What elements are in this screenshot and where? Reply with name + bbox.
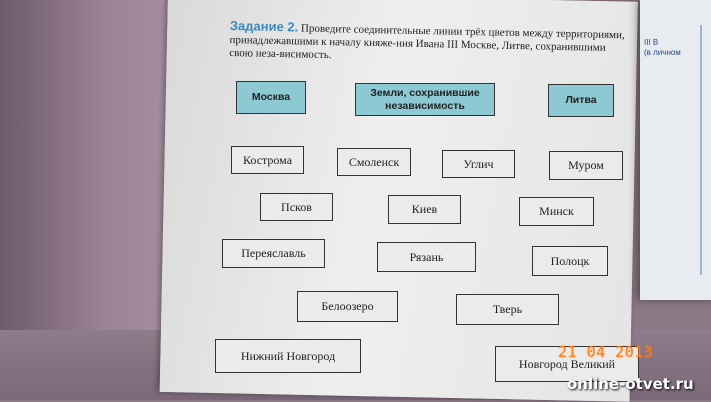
task-text: Задание 2. Проведите соединительные лини…: [229, 18, 630, 68]
territory-novgorod-veliky[interactable]: Новгород Великий: [495, 346, 639, 382]
territory-kostroma[interactable]: Кострома: [231, 146, 304, 174]
map-label-2: (в личном: [644, 48, 681, 57]
adjacent-map-page: III В (в личном: [640, 0, 711, 300]
territory-tver[interactable]: Тверь: [456, 294, 559, 325]
territory-murom[interactable]: Муром: [549, 151, 623, 180]
territory-polotsk[interactable]: Полоцк: [532, 246, 608, 276]
header-independent-lands: Земли, сохранившие независимость: [355, 83, 495, 116]
territory-smolensk[interactable]: Смоленск: [337, 148, 411, 176]
map-label-1: III В: [644, 38, 659, 47]
site-watermark: online-otvet.ru: [567, 375, 694, 393]
territory-beloozero[interactable]: Белоозеро: [297, 291, 398, 322]
header-moscow: Москва: [236, 81, 306, 114]
header-lithuania: Литва: [548, 84, 614, 117]
territory-uglich[interactable]: Углич: [442, 150, 515, 178]
territory-pereyaslavl[interactable]: Переяславль: [222, 239, 325, 268]
territory-nizhny-novgorod[interactable]: Нижний Новгород: [215, 339, 361, 373]
photo-date-stamp: 21 04 2013: [558, 343, 654, 361]
task-label: Задание 2.: [229, 18, 299, 35]
territory-pskov[interactable]: Псков: [260, 193, 333, 221]
territory-ryazan[interactable]: Рязань: [377, 242, 476, 272]
map-border-line: [700, 25, 702, 275]
territory-kiev[interactable]: Киев: [388, 195, 461, 224]
territory-minsk[interactable]: Минск: [519, 197, 594, 226]
